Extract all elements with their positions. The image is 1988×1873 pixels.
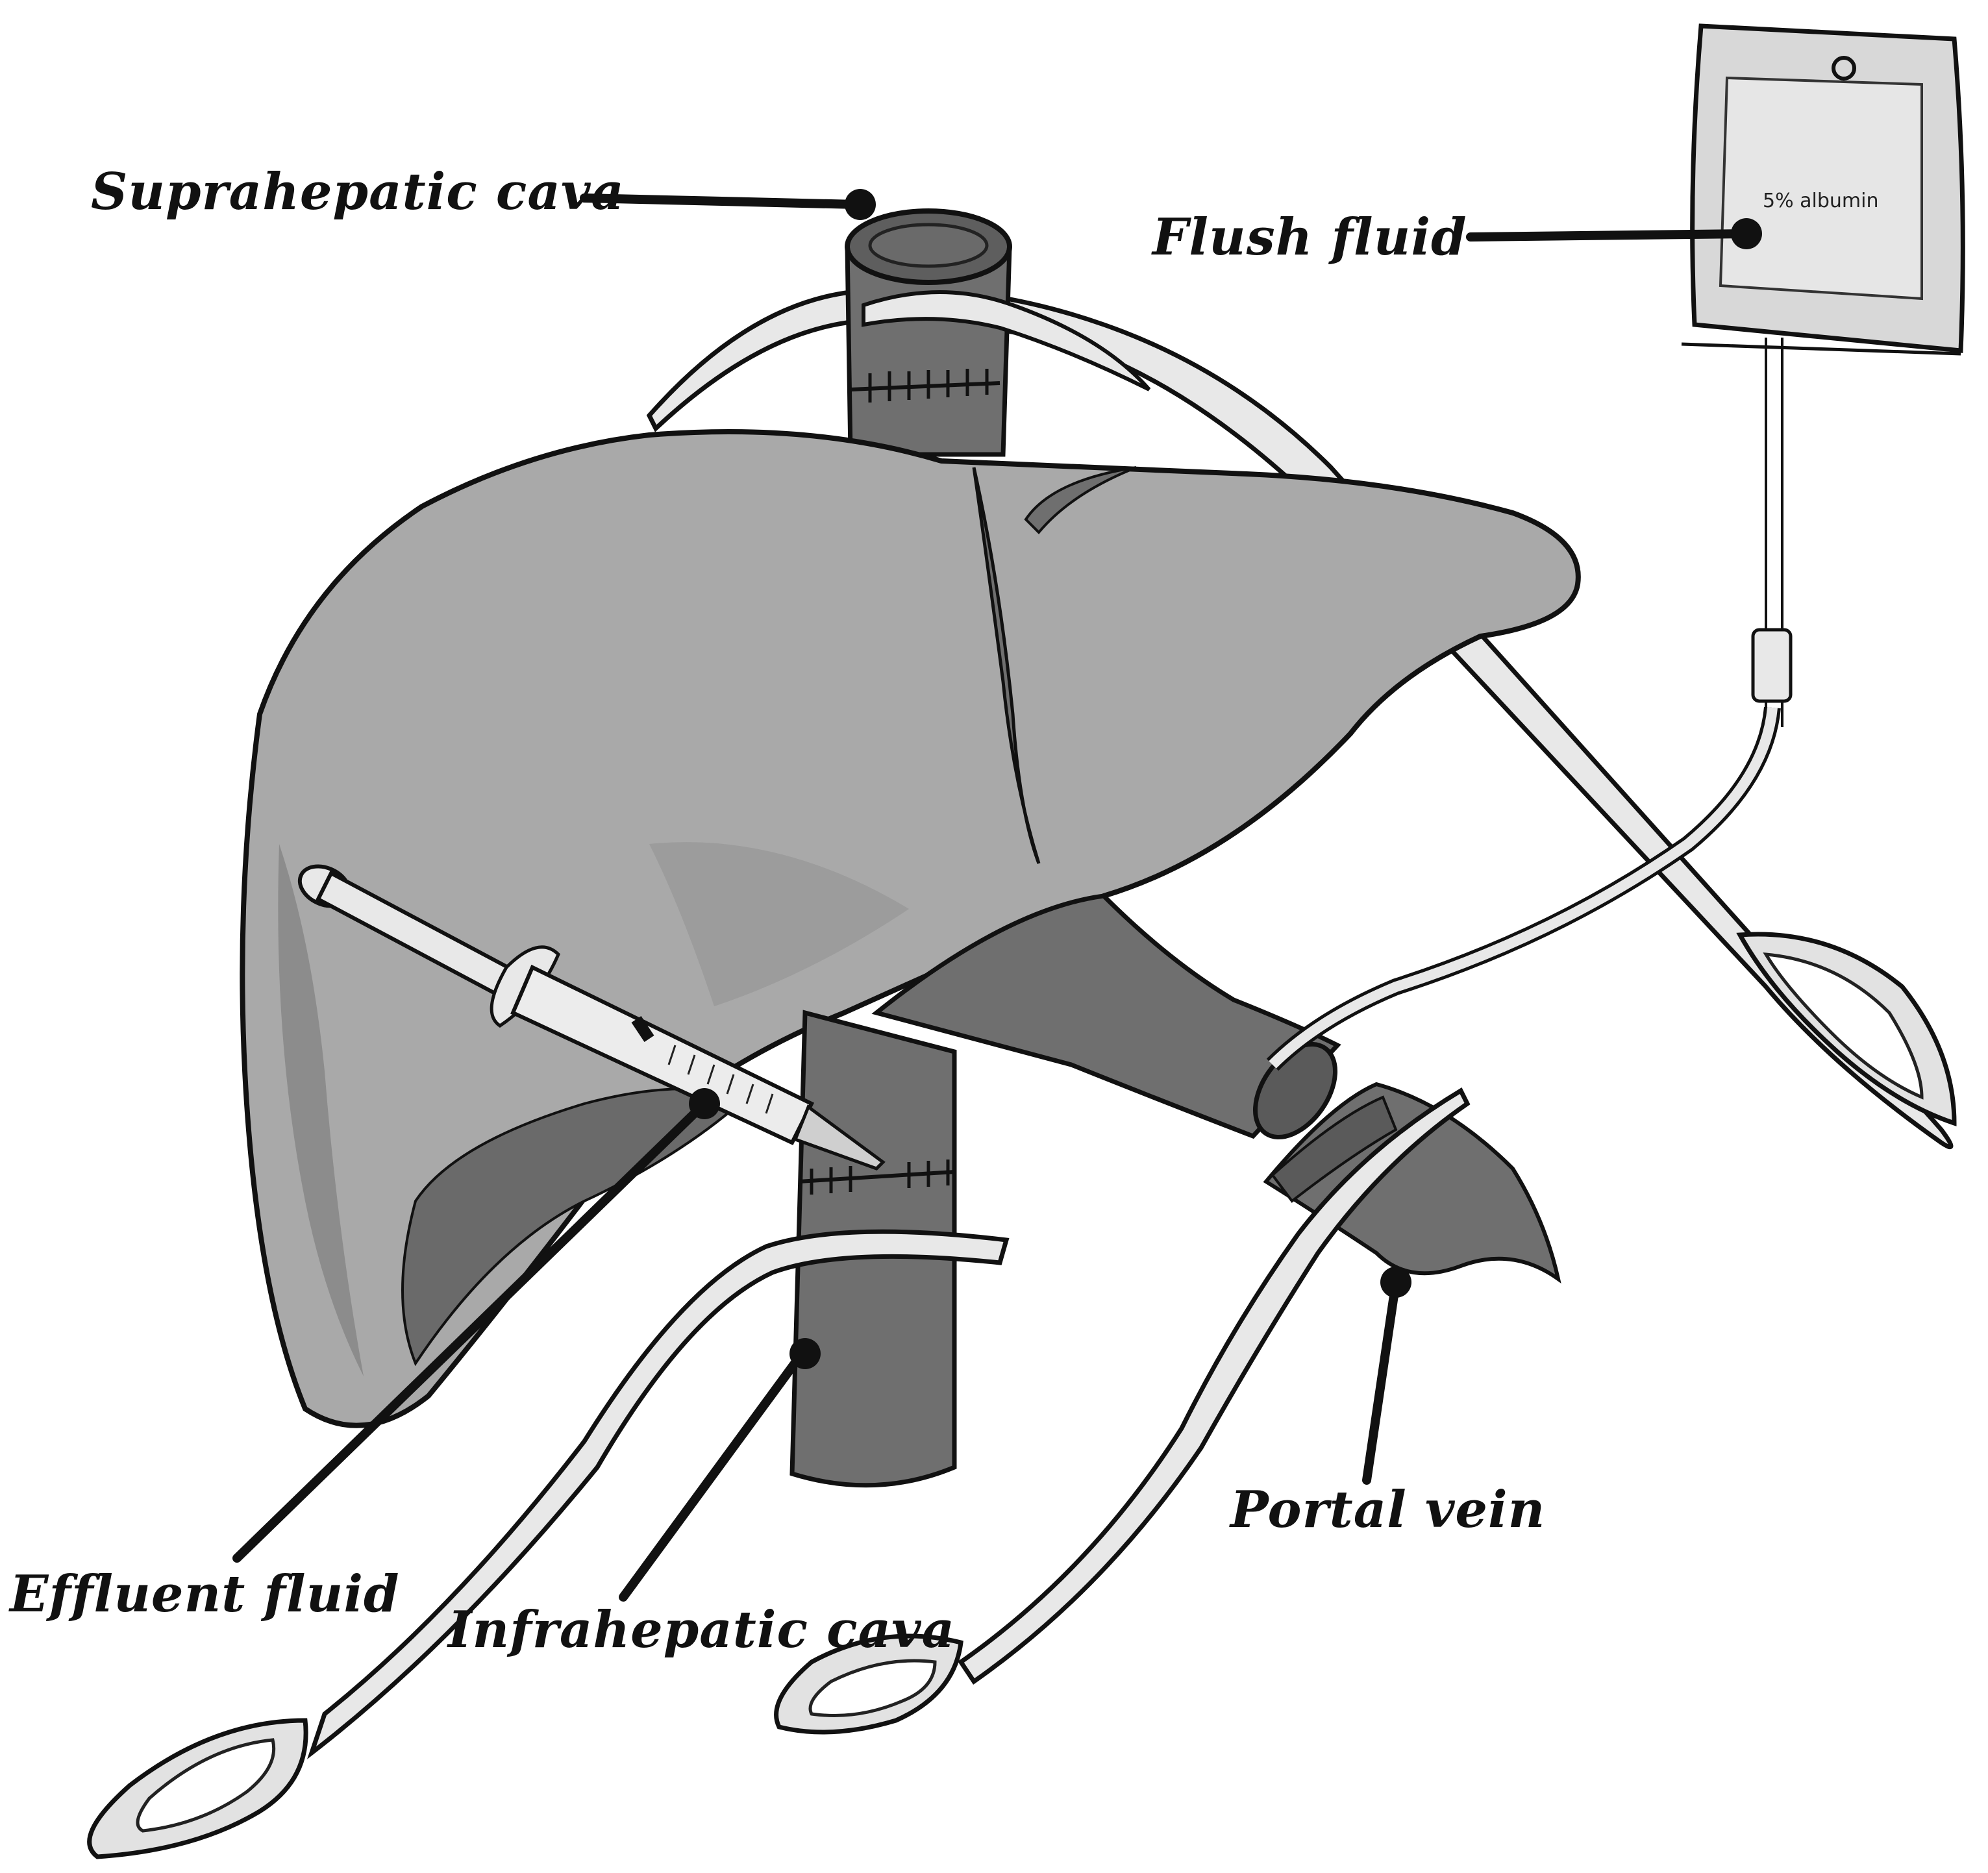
suprahepatic-cava-vessel (845, 208, 1012, 457)
leader-lines (232, 193, 1748, 1602)
leader-portal-vein (1362, 1278, 1400, 1485)
suprahepatic-clamp (862, 290, 1151, 391)
dot-suprahepatic-cava (845, 189, 876, 220)
dot-infrahepatic-cava (789, 1338, 821, 1369)
portal-clamp (774, 1087, 1471, 1735)
infrahepatic-clamp (87, 1229, 1010, 1859)
leader-flush-fluid (1466, 229, 1748, 242)
label-infrahepatic-cava: Infrahepatic cava (448, 1600, 956, 1659)
liver-shadow (401, 1087, 749, 1367)
leader-infrahepatic-cava (619, 1349, 806, 1602)
dot-portal-vein (1380, 1267, 1411, 1298)
bag-label: 5% albumin (1763, 190, 1879, 212)
label-suprahepatic-cava: Suprahepatic cava (91, 162, 625, 221)
dot-flush-fluid (1731, 218, 1762, 249)
leader-suprahepatic-cava (580, 193, 862, 209)
syringe (297, 864, 886, 1171)
leader-dots (689, 189, 1762, 1369)
portal-vein (871, 893, 1561, 1284)
label-effluent-fluid: Effluent fluid (10, 1565, 400, 1624)
leader-effluent-fluid (232, 1099, 709, 1563)
label-portal-vein: Portal vein (1230, 1480, 1546, 1539)
flush-fluid-bag (1266, 23, 1965, 1071)
label-flush-fluid: Flush fluid (1152, 208, 1467, 267)
dot-effluent-fluid (689, 1088, 720, 1119)
